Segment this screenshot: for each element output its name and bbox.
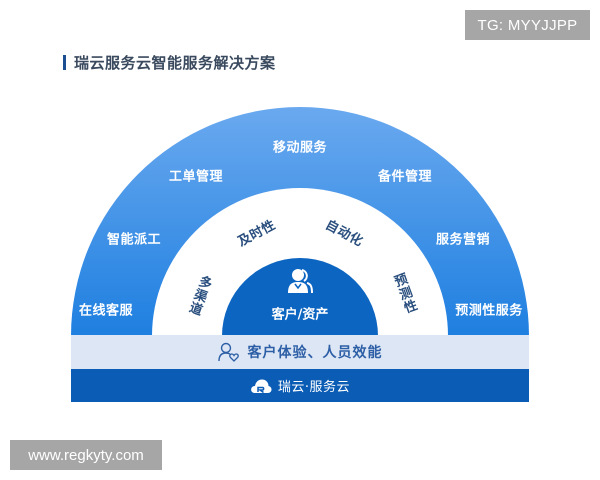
core-label: 客户/资产 bbox=[271, 307, 329, 323]
experience-band: 客户体验、人员效能 bbox=[71, 335, 529, 369]
outer-item-service-marketing: 服务营销 bbox=[435, 232, 491, 248]
outer-item-predictive-service: 预测性服务 bbox=[455, 303, 523, 319]
experience-band-label: 客户体验、人员效能 bbox=[247, 345, 383, 361]
user-heart-icon bbox=[217, 342, 239, 362]
outer-item-parts-management: 备件管理 bbox=[377, 169, 433, 185]
outer-item-smart-dispatch: 智能派工 bbox=[106, 232, 162, 248]
brand-band-label: 瑞云·服务云 bbox=[277, 380, 351, 395]
title-accent-bar bbox=[63, 54, 66, 70]
cloud-logo-icon bbox=[251, 379, 272, 393]
title-text: 瑞云服务云智能服务解决方案 bbox=[74, 53, 276, 72]
brand-band: 瑞云·服务云 bbox=[71, 369, 529, 402]
page-title: 瑞云服务云智能服务解决方案 bbox=[63, 52, 276, 72]
tg-watermark: TG: MYYJJPP bbox=[465, 10, 590, 40]
outer-item-ticket-management: 工单管理 bbox=[168, 169, 224, 185]
outer-item-mobile-service: 移动服务 bbox=[272, 140, 328, 156]
outer-item-online-service: 在线客服 bbox=[78, 303, 134, 319]
core-circle bbox=[222, 258, 378, 336]
site-watermark: www.regkyty.com bbox=[10, 440, 162, 470]
user-icon bbox=[288, 269, 313, 294]
